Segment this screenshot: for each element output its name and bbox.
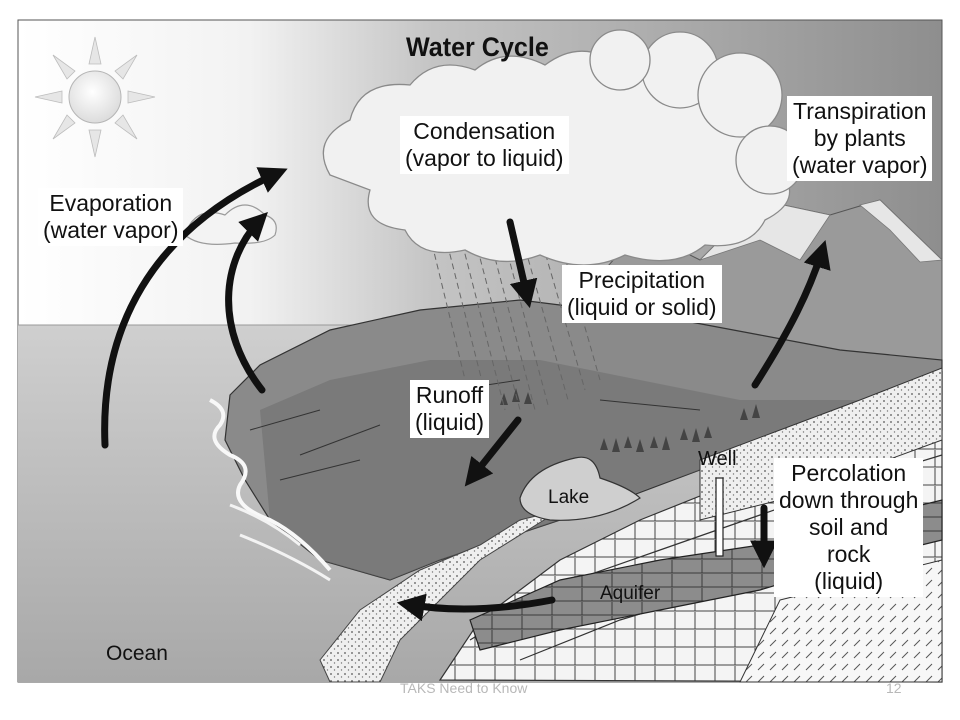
sun-icon [34,36,156,158]
label-precipitation: Precipitation (liquid or solid) [562,265,722,323]
arrow-icon [101,167,831,622]
label-ocean: Ocean [106,642,168,665]
page-number: 12 [886,680,902,696]
label-runoff: Runoff (liquid) [410,380,490,438]
diagram-title: Water Cycle [406,32,549,62]
label-evaporation: Evaporation (water vapor) [38,188,184,246]
lake-area [519,456,641,521]
label-condensation: Condensation (vapor to liquid) [400,116,569,174]
label-percolation: Percolation down through soil and rock (… [774,458,924,597]
footer-text: TAKS Need to Know [400,680,528,696]
label-aquifer: Aquifer [600,583,661,604]
well-pipe [715,477,724,557]
label-transpiration: Transpiration by plants (water vapor) [787,96,933,181]
label-lake: Lake [548,487,590,508]
label-well: Well [698,448,737,470]
